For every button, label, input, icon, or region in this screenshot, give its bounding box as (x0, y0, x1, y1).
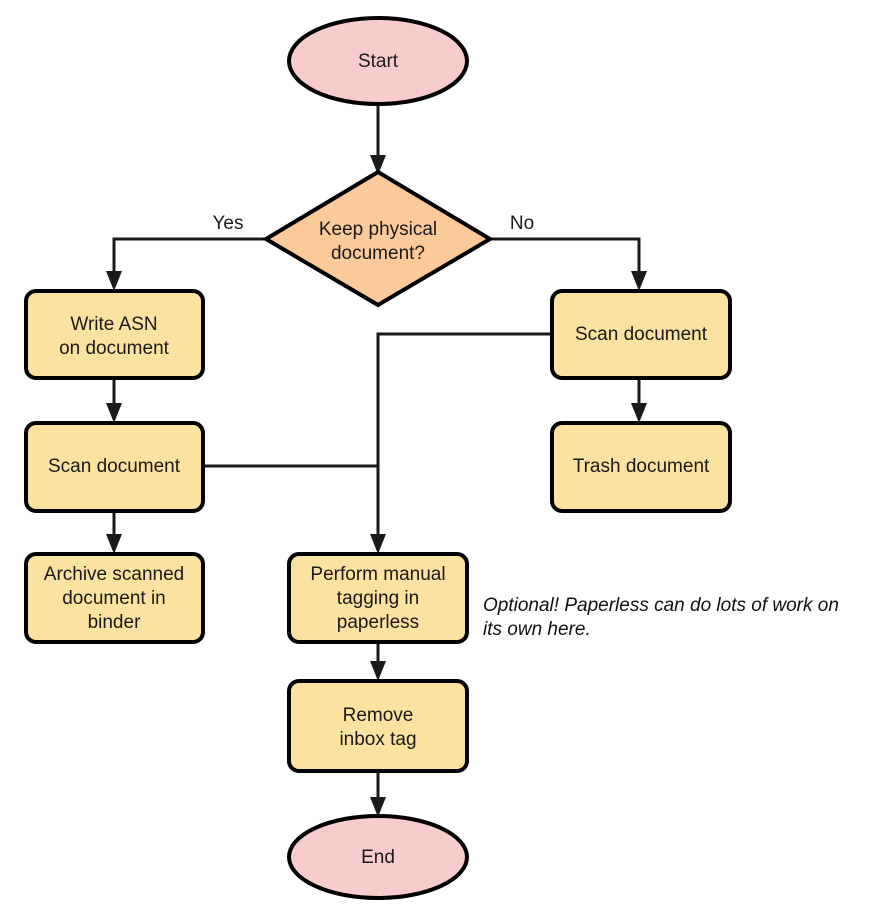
node-scan-document-right[interactable]: Scan document (550, 289, 732, 380)
node-start-label: Start (358, 51, 399, 72)
node-scan-document-right-label: Scan document (575, 324, 708, 345)
node-remove-inbox-tag[interactable]: Remove inbox tag (287, 679, 469, 773)
node-keep-physical-document-label-line1: Keep physical (319, 219, 437, 240)
node-keep-physical-document-shape[interactable] (262, 169, 494, 308)
edge-manual-tagging-to-remove-inbox (370, 642, 386, 681)
node-trash-document-label: Trash document (573, 456, 710, 477)
node-write-asn-label-line1: Write ASN (70, 314, 157, 335)
node-end[interactable]: End (287, 814, 469, 900)
edge-remove-inbox-to-end (370, 771, 386, 817)
node-archive-scanned-document-label-line3: binder (88, 612, 141, 633)
node-perform-manual-tagging[interactable]: Perform manual tagging in paperless (287, 552, 469, 644)
node-scan-document-right-shape[interactable] (550, 289, 732, 380)
edge-label-no: No (510, 213, 534, 234)
edge-start-to-decision (370, 104, 386, 175)
node-keep-physical-document-label-line2: document? (331, 243, 425, 264)
annotation-note-line1: Optional! Paperless can do lots of work … (483, 595, 839, 616)
node-perform-manual-tagging-label-line2: tagging in (337, 588, 419, 609)
edge-label-yes: Yes (213, 213, 244, 234)
node-scan-document-left-label: Scan document (48, 456, 181, 477)
annotation-note-line2: its own here. (483, 619, 591, 640)
node-remove-inbox-tag-label-line2: inbox tag (339, 729, 416, 750)
node-trash-document[interactable]: Trash document (550, 421, 732, 513)
node-end-label: End (361, 847, 395, 868)
edge-write-asn-to-scan-left (106, 378, 122, 423)
node-write-asn-shape[interactable] (24, 289, 205, 380)
node-archive-scanned-document-label-line1: Archive scanned (44, 564, 184, 585)
node-end-shape[interactable] (287, 814, 469, 900)
node-archive-scanned-document-label-line2: document in (62, 588, 166, 609)
node-scan-document-left-shape[interactable] (24, 421, 205, 513)
node-write-asn[interactable]: Write ASN on document (24, 289, 205, 380)
annotation-note: Optional! Paperless can do lots of work … (483, 595, 839, 640)
edge-decision-yes-to-write-asn (106, 237, 266, 291)
node-remove-inbox-tag-shape[interactable] (287, 679, 469, 773)
node-perform-manual-tagging-label-line3: paperless (337, 612, 419, 633)
node-keep-physical-document[interactable]: Keep physical document? (262, 169, 494, 308)
node-trash-document-shape[interactable] (550, 421, 732, 513)
node-remove-inbox-tag-label-line1: Remove (343, 705, 414, 726)
edge-scan-right-to-trash (631, 378, 647, 423)
node-write-asn-label-line2: on document (59, 338, 170, 359)
node-archive-scanned-document[interactable]: Archive scanned document in binder (24, 552, 205, 644)
edge-decision-no-to-scan-right (490, 237, 647, 291)
node-scan-document-left[interactable]: Scan document (24, 421, 205, 513)
edge-scan-right-to-manual-tagging (370, 332, 552, 554)
node-perform-manual-tagging-label-line1: Perform manual (310, 564, 445, 585)
edge-scan-left-to-archive (106, 511, 122, 554)
node-start-shape[interactable] (287, 16, 469, 106)
node-archive-scanned-document-shape[interactable] (24, 552, 205, 644)
node-perform-manual-tagging-shape[interactable] (287, 552, 469, 644)
node-start[interactable]: Start (287, 16, 469, 106)
